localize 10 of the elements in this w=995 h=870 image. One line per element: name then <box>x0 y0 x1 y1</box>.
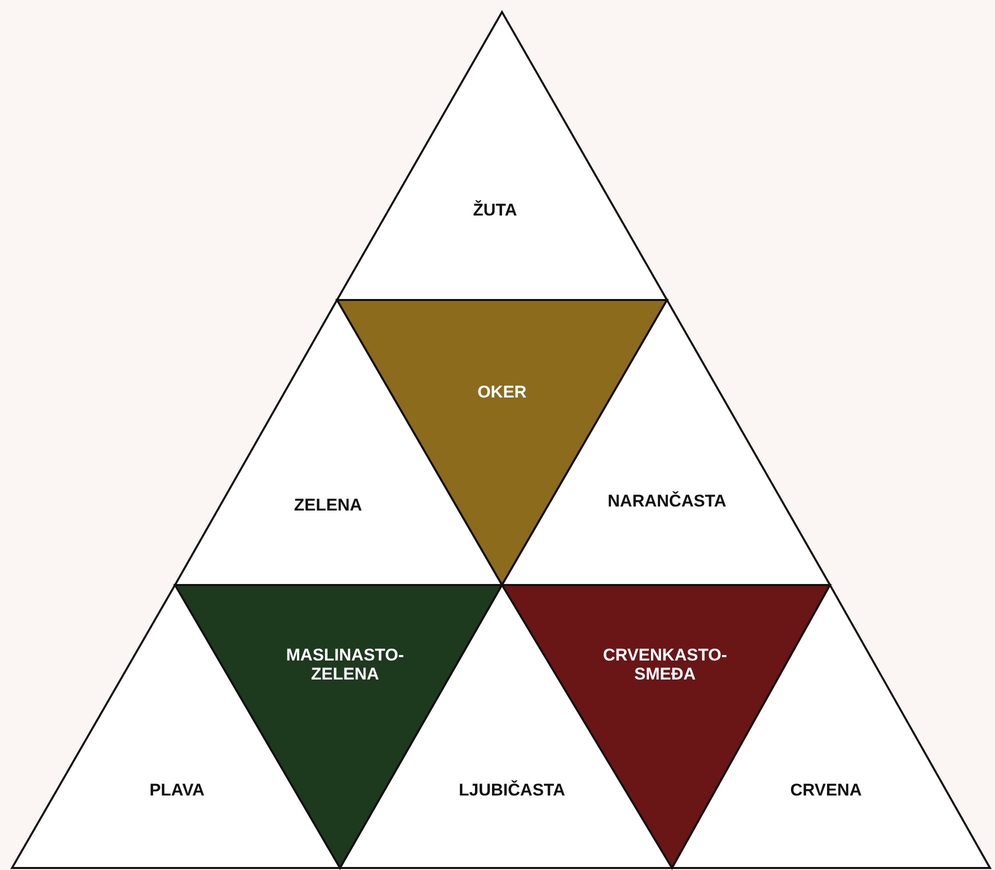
color-name: NARANČASTA <box>606 491 728 510</box>
color-name: PLAVA <box>148 780 206 800</box>
color-name: CRVENA <box>789 780 863 800</box>
color-name: ZELENA <box>293 495 363 514</box>
color-name: OKER <box>476 382 528 402</box>
color-name: MASLINASTO- ZELENA <box>285 646 405 684</box>
triangle <box>337 12 667 300</box>
color-name: CRVENKASTO- SMEĐA <box>602 646 728 684</box>
color-name: LJUBIČASTA <box>458 780 566 800</box>
color-name: ŽUTA <box>472 200 518 220</box>
